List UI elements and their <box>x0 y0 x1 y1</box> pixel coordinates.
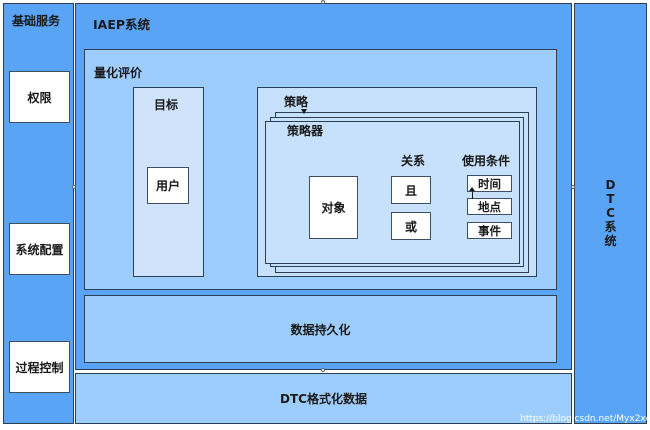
system-config-box[interactable]: 系统配置 <box>9 223 70 275</box>
condition-connector-arrow-icon <box>469 187 475 191</box>
dtc-system-panel <box>574 3 647 424</box>
strategist-panel <box>265 121 520 264</box>
selection-handle[interactable] <box>321 368 325 372</box>
persistence-panel <box>84 295 557 363</box>
relation-and-box[interactable]: 且 <box>391 176 431 204</box>
dtc-format-panel <box>75 373 572 424</box>
conditions-title: 使用条件 <box>462 154 511 168</box>
dtc-system-char: 系 <box>604 220 617 234</box>
persistence-label: 数据持久化 <box>290 322 351 337</box>
relation-title: 关系 <box>401 154 426 168</box>
policy-title: 策略 <box>284 95 309 109</box>
condition-event-box[interactable]: 事件 <box>467 222 512 239</box>
relation-or-box[interactable]: 或 <box>391 212 431 240</box>
iaep-system-title: IAEP系统 <box>93 17 151 32</box>
condition-connector-line <box>472 190 473 199</box>
dtc-system-char: D <box>605 178 616 192</box>
object-box[interactable]: 对象 <box>309 176 358 239</box>
stack-arrow-icon <box>301 109 307 114</box>
dtc-system-char: 统 <box>604 234 617 248</box>
dtc-system-label: D T C 系 统 <box>574 178 647 248</box>
process-control-box[interactable]: 过程控制 <box>9 341 70 393</box>
strategist-title: 策略器 <box>287 124 324 138</box>
quant-eval-title: 量化评价 <box>94 66 143 80</box>
basic-services-title: 基础服务 <box>12 14 61 28</box>
condition-place-box[interactable]: 地点 <box>467 198 512 215</box>
permissions-box[interactable]: 权限 <box>9 71 70 123</box>
selection-handle[interactable] <box>571 185 575 189</box>
watermark: https://blog.csdn.net/Myx2xd <box>520 414 650 424</box>
dtc-format-label: DTC格式化数据 <box>280 392 367 406</box>
dtc-system-char: C <box>606 206 615 220</box>
target-title: 目标 <box>154 98 179 112</box>
selection-handle[interactable] <box>321 0 325 4</box>
user-box[interactable]: 用户 <box>147 167 189 204</box>
selection-handle[interactable] <box>72 185 76 189</box>
dtc-system-char: T <box>606 192 615 206</box>
condition-time-box[interactable]: 时间 <box>467 175 512 192</box>
